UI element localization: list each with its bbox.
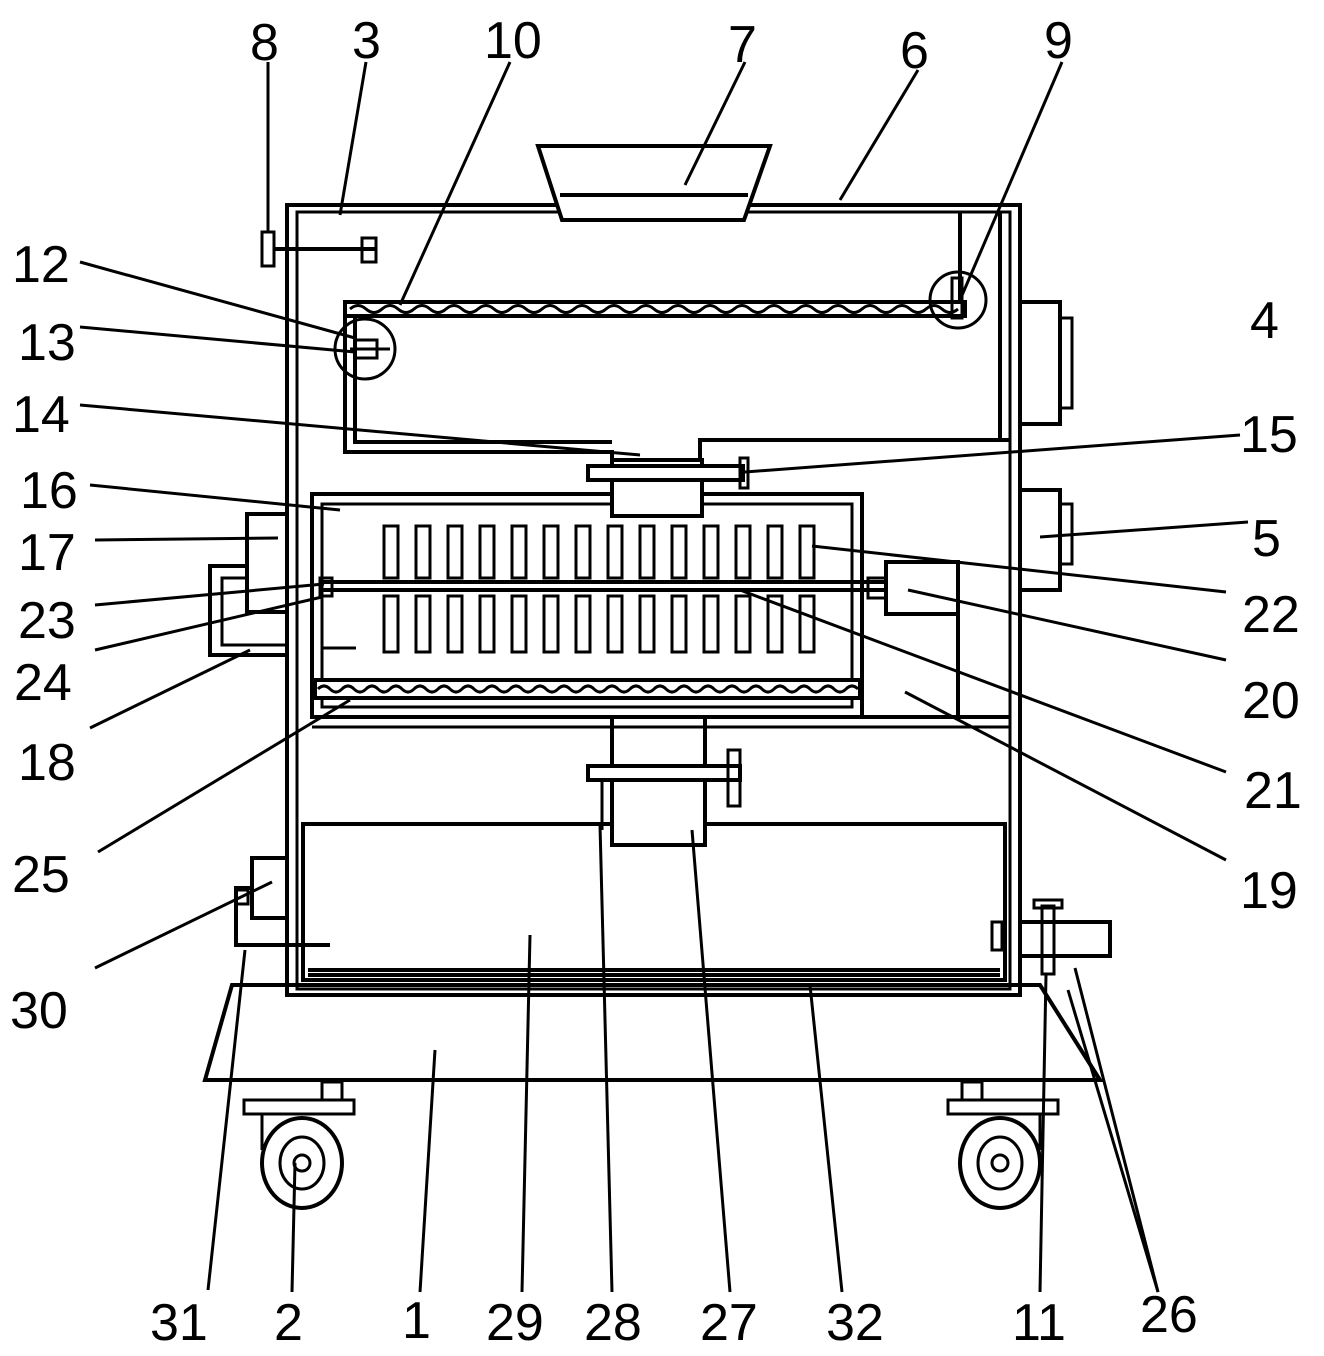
label-20: 20 (1242, 672, 1300, 730)
lower-valve (586, 717, 742, 847)
label-30: 30 (10, 982, 68, 1040)
label-8: 8 (250, 14, 279, 72)
label-25: 25 (12, 846, 70, 904)
collection-drawer (301, 822, 1007, 982)
label-15: 15 (1240, 406, 1298, 464)
label-2: 2 (274, 1294, 303, 1352)
right-motor-upper (1018, 300, 1074, 426)
label-21: 21 (1244, 762, 1302, 820)
left-caster (242, 1080, 356, 1210)
crushing-blades (382, 524, 816, 654)
right-motor-lower (1018, 488, 1074, 592)
label-26: 26 (1140, 1286, 1198, 1344)
base (202, 983, 1104, 1082)
label-5: 5 (1252, 510, 1281, 568)
upper-valve (586, 456, 750, 518)
label-18: 18 (18, 734, 76, 792)
label-14: 14 (12, 386, 70, 444)
label-16: 16 (20, 462, 78, 520)
right-lock (990, 898, 1112, 976)
label-11: 11 (1012, 1294, 1066, 1352)
label-7: 7 (728, 16, 757, 74)
leader-lines (79, 61, 1249, 1293)
label-9: 9 (1044, 12, 1073, 70)
label-6: 6 (900, 22, 929, 80)
label-29: 29 (486, 1294, 544, 1352)
label-19: 19 (1240, 862, 1298, 920)
labels: 8 3 10 7 6 9 12 4 13 14 15 16 5 17 22 23… (10, 12, 1302, 1352)
feed-hopper (535, 144, 773, 222)
top-bolt (260, 230, 378, 268)
label-28: 28 (584, 1294, 642, 1352)
left-side-assembly (208, 512, 289, 657)
label-24: 24 (14, 654, 72, 712)
crushing-chamber (310, 492, 890, 719)
label-12: 12 (12, 236, 70, 294)
label-3: 3 (352, 12, 381, 70)
label-23: 23 (18, 592, 76, 650)
label-27: 27 (700, 1294, 758, 1352)
label-1: 1 (402, 1292, 431, 1350)
right-caster (946, 1080, 1060, 1210)
label-4: 4 (1250, 292, 1279, 350)
label-22: 22 (1242, 586, 1300, 644)
label-13: 13 (18, 314, 76, 372)
label-32: 32 (826, 1294, 884, 1352)
label-31: 31 (150, 1294, 208, 1352)
upper-chamber (343, 212, 1010, 462)
label-17: 17 (18, 524, 76, 582)
crusher-motor (312, 560, 1010, 729)
label-10: 10 (484, 12, 542, 70)
left-lock (234, 856, 330, 947)
